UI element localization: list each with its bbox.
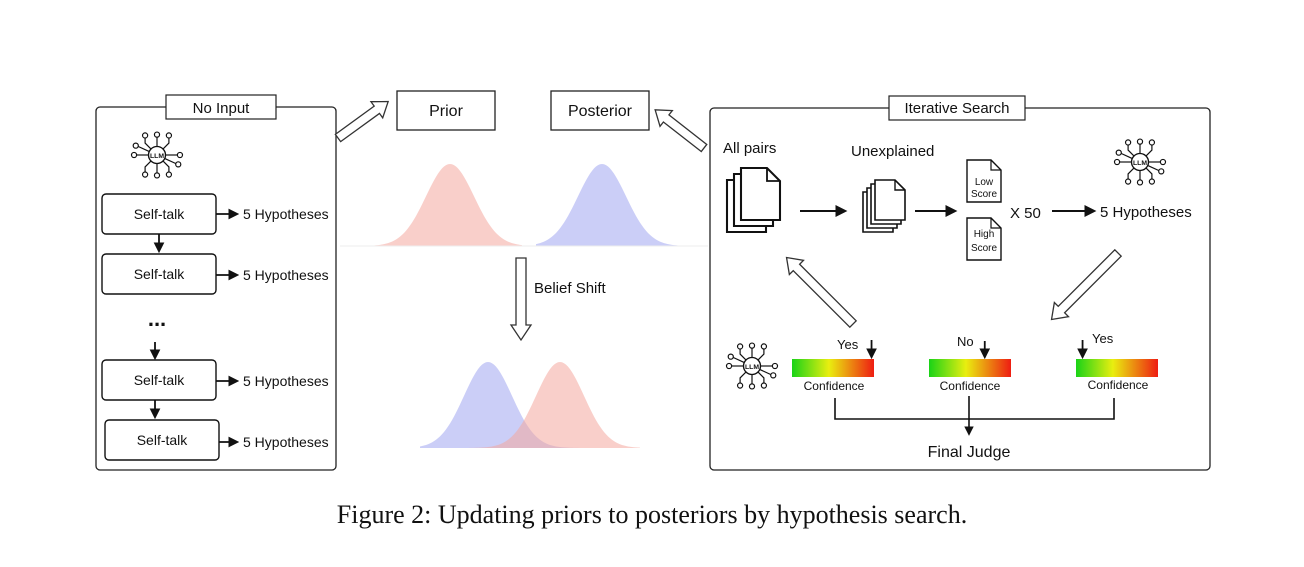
confidence-bar — [929, 359, 1011, 377]
hypotheses-label: 5 Hypotheses — [1100, 204, 1192, 221]
llm-icon: LLM — [725, 342, 779, 390]
low-score-document-icon — [966, 159, 1002, 203]
posterior-box — [550, 90, 650, 131]
no-input-title-box — [165, 94, 277, 120]
hypotheses-output: 5 Hypotheses — [243, 206, 329, 222]
unexplained-document-stack-icon — [862, 179, 906, 233]
prior-shifted-curve — [460, 362, 640, 448]
self-talk-label: Self-talk — [134, 266, 186, 282]
prior-label: Prior — [429, 103, 463, 120]
all-pairs-label: All pairs — [723, 140, 776, 157]
judge-answer: No — [957, 334, 974, 349]
confidence-label: Confidence — [1088, 378, 1149, 392]
hollow-arrow-to-all-pairs — [785, 256, 858, 329]
llm-icon: LLM — [130, 131, 184, 179]
hollow-arrow-to-posterior — [654, 109, 708, 153]
final-judge-label: Final Judge — [928, 444, 1011, 461]
prior-distribution-curve — [340, 164, 522, 246]
hollow-arrow-to-prior — [334, 100, 390, 143]
aggregation-bracket — [834, 398, 1115, 420]
belief-shift-label: Belief Shift — [534, 280, 607, 297]
judge-answer: Yes — [1092, 331, 1114, 346]
no-input-title: No Input — [193, 100, 251, 117]
belief-shift-arrow — [509, 257, 533, 342]
diagram-canvas: No Input LLM Self-talk 5 Hypotheses Self… — [95, 90, 1211, 471]
llm-icon-label: LLM — [1133, 160, 1147, 167]
posterior-shifted-curve — [420, 362, 620, 448]
multiplier-label: X 50 — [1010, 205, 1041, 222]
figure-caption: Figure 2: Updating priors to posteriors … — [336, 500, 968, 529]
hollow-arrow-to-judges — [1050, 248, 1123, 321]
high-score-document-icon — [966, 217, 1002, 261]
llm-icon: LLM — [1113, 138, 1167, 186]
hypotheses-output: 5 Hypotheses — [243, 267, 329, 283]
self-talk-label: Self-talk — [137, 432, 189, 448]
low-score-label: Score — [971, 189, 998, 200]
prior-box — [396, 90, 496, 131]
confidence-label: Confidence — [804, 379, 865, 393]
iterative-search-title: Iterative Search — [904, 100, 1009, 117]
all-pairs-document-stack-icon — [725, 166, 782, 234]
self-talk-label: Self-talk — [134, 206, 186, 222]
self-talk-label: Self-talk — [134, 372, 186, 388]
self-talk-box — [101, 253, 217, 295]
iterative-search-title-box — [888, 95, 1026, 121]
confidence-bar — [1076, 359, 1158, 377]
hypotheses-output: 5 Hypotheses — [243, 373, 329, 389]
self-talk-box — [104, 419, 220, 461]
posterior-label: Posterior — [568, 103, 633, 120]
confidence-bar — [792, 359, 874, 377]
posterior-distribution-curve — [536, 164, 708, 246]
high-score-label: Score — [971, 243, 998, 254]
self-talk-box — [101, 359, 217, 401]
ellipsis: ... — [148, 306, 166, 331]
confidence-label: Confidence — [940, 379, 1001, 393]
low-score-label: Low — [975, 177, 994, 188]
llm-icon-label: LLM — [745, 364, 759, 371]
hypotheses-output: 5 Hypotheses — [243, 434, 329, 450]
high-score-label: High — [974, 229, 995, 240]
llm-icon-label: LLM — [150, 153, 164, 160]
unexplained-label: Unexplained — [851, 143, 934, 160]
judge-answer: Yes — [837, 337, 859, 352]
